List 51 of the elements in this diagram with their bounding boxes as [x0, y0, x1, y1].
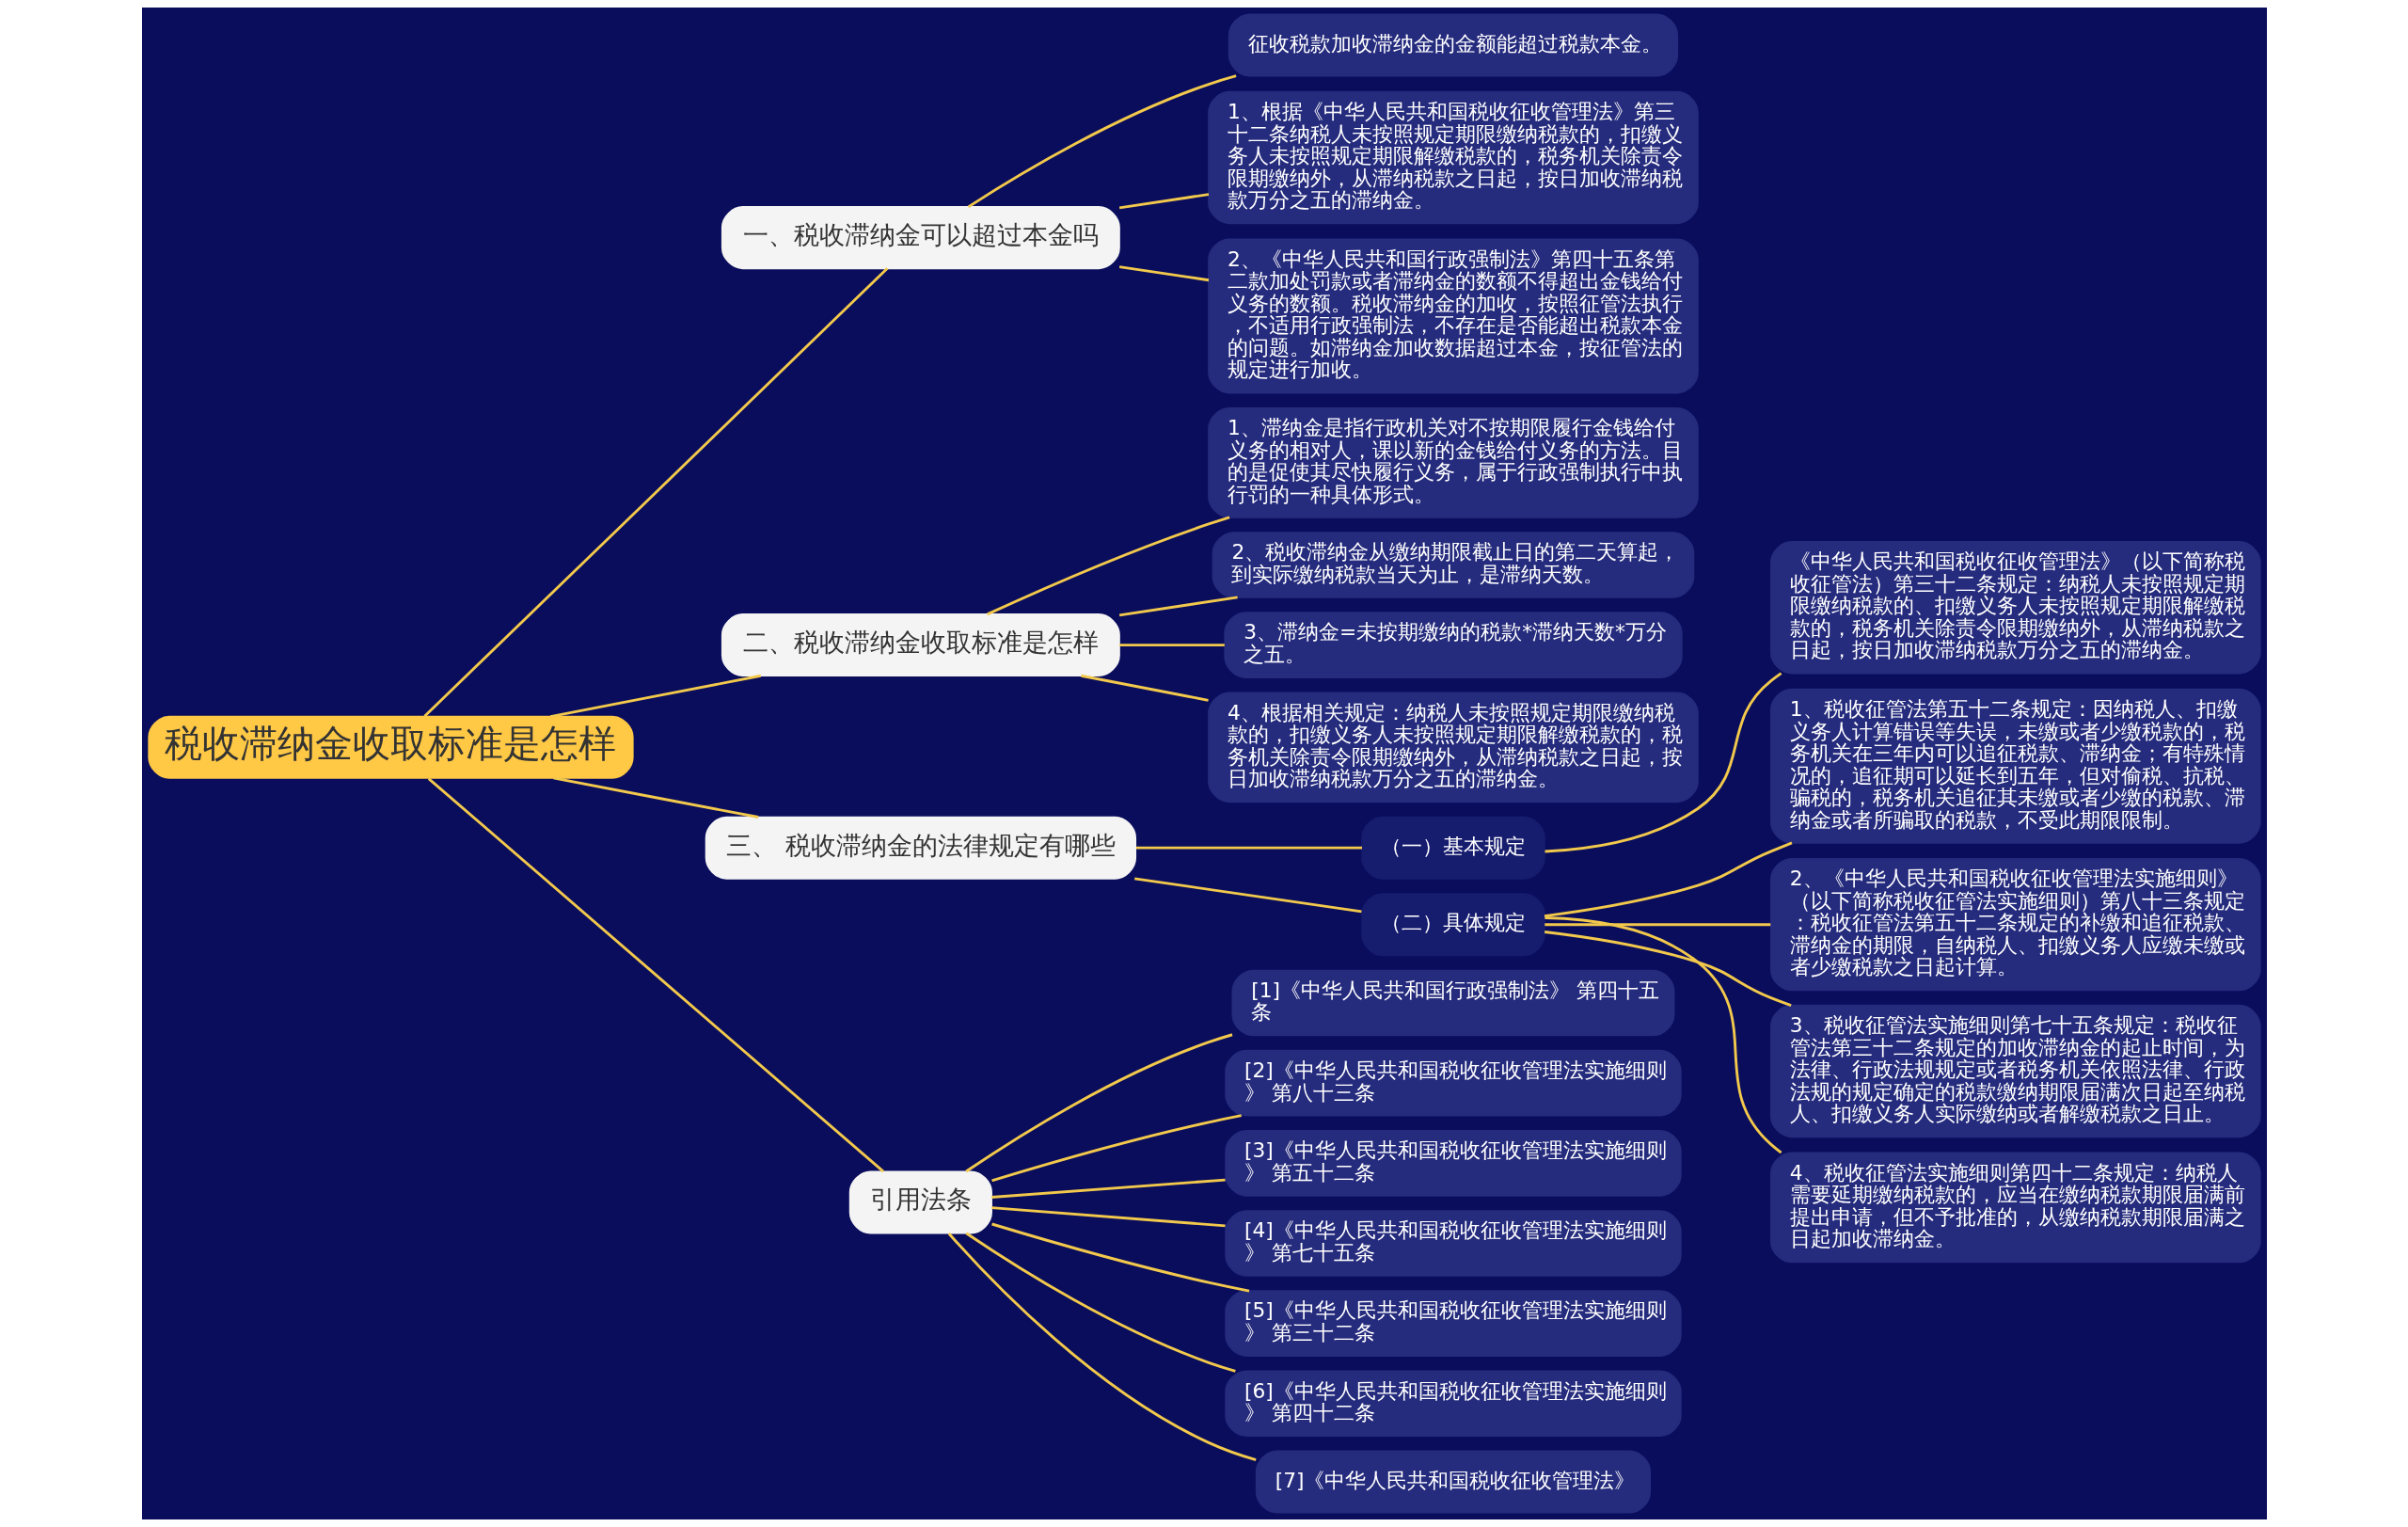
connector [1544, 672, 1782, 853]
connector [1080, 674, 1209, 702]
node-box: 《中华人民共和国税收征收管理法》（以下简称税收征管法）第三十二条规定：纳税人未按照规定期限缴纳税款的、扣缴义务人未按照规定期限解缴税款的，税务机关除责令限期缴纳外，从滞纳税款之日起，按日加收滞纳税款万分之五的滞纳金。 [1769, 541, 2261, 675]
node-box: 2、税收滞纳金从缴纳期限截止日的第二天算起，到实际缴纳税款当天为止，是滞纳天数。 [1212, 532, 1694, 598]
connector [1118, 265, 1209, 282]
node-box: 引用法条 [848, 1170, 992, 1234]
connector [990, 1114, 1242, 1183]
connector [1135, 846, 1362, 850]
node-box: 2、《中华人民共和国税收征收管理法实施细则》（以下简称税收征管法实施细则）第八十三条规定：税收征管法第五十二条规定的补缴和追征税款、滞纳金的期限，自纳税人、扣缴义务人应缴未缴或者少缴税款之日起计算。 [1769, 858, 2261, 992]
connector [1118, 644, 1225, 647]
node-box: 税收滞纳金收取标准是怎样 [147, 715, 634, 779]
node-box: [5]《中华人民共和国税收征收管理法实施细则》 第三十二条 [1224, 1290, 1682, 1357]
node-box: 2、《中华人民共和国行政强制法》第四十五条第二款加处罚款或者滞纳金的数额不得超出金钱给付义务的数额。税收滞纳金的加收，按照征管法执行，不适用行政强制法，不存在是否能超出税款本金的问题。如滞纳金加收数据超过本金，按征管法的规定进行加收。 [1207, 238, 1699, 394]
node-box: 三、 税收滞纳金的法律规定有哪些 [705, 816, 1136, 880]
connector [1133, 877, 1362, 914]
connector [964, 1033, 1232, 1173]
connector [549, 674, 761, 719]
node-box: （二）具体规定 [1360, 893, 1545, 957]
connector [990, 1206, 1226, 1228]
node-box: [2]《中华人民共和国税收征收管理法实施细则》 第八十三条 [1224, 1049, 1682, 1117]
connector [1544, 931, 1792, 1008]
connector [427, 777, 884, 1173]
connector [964, 1232, 1236, 1373]
node-box: 3、税收征管法实施细则第七十五条规定：税收征管法第三十二条规定的加收滞纳金的起止时间，为法律、行政法规规定或者税务机关依照法律、行政法规的规定确定的税款缴纳期限届满次日起至纳税人、扣缴义务人实际缴纳或者解缴税款之日止。 [1769, 1004, 2261, 1138]
node-box: 4、税收征管法实施细则第四十二条规定：纳税人需要延期缴纳税款的，应当在缴纳税款期限届满前提出申请，但不予批准的，从缴纳税款期限届满之日起加收滞纳金。 [1769, 1152, 2261, 1264]
node-box: 二、税收滞纳金收取标准是怎样 [721, 613, 1120, 677]
connector [986, 516, 1230, 616]
node-box: 1、根据《中华人民共和国税收征收管理法》第三十二条纳税人未按照规定期限缴纳税款的，扣缴义务人未按照规定期限解缴税款的，税务机关除责令限期缴纳外，从滞纳税款之日起，按日加收滞纳税款万分之五的滞纳金。 [1207, 90, 1699, 225]
node-box: [6]《中华人民共和国税收征收管理法实施细则》 第四十二条 [1224, 1370, 1682, 1438]
connector [1118, 193, 1209, 210]
connector [990, 1222, 1249, 1293]
node-box: （一）基本规定 [1360, 816, 1545, 880]
connector [1544, 923, 1770, 927]
connector [990, 1178, 1226, 1199]
connector [1544, 916, 1782, 1154]
node-box: 一、税收滞纳金可以超过本金吗 [721, 206, 1120, 270]
connector [947, 1233, 1257, 1462]
connector [422, 267, 888, 718]
connector [552, 776, 758, 819]
node-box: [4]《中华人民共和国税收征收管理法实施细则》 第七十五条 [1224, 1210, 1682, 1277]
connector [967, 74, 1237, 209]
node-box: 4、根据相关规定：纳税人未按照规定期限缴纳税款的，扣缴义务人未按照规定期限解缴税款的，税务机关除责令限期缴纳外，从滞纳税款之日起，按日加收滞纳税款万分之五的滞纳金。 [1207, 692, 1699, 803]
node-box: 1、税收征管法第五十二条规定：因纳税人、扣缴义务人计算错误等失误，未缴或者少缴税款的，税务机关在三年内可以追征税款、滞纳金；有特殊情况的，追征期可以延长到五年，但对偷税、抗税、骗税的，税务机关追征其未缴或者少缴的税款、滞纳金或者所骗取的税款，不受此期限限制。 [1769, 688, 2261, 844]
node-box: [1]《中华人民共和国行政强制法》 第四十五条 [1231, 969, 1674, 1037]
node-box: 征收税款加收滞纳金的金额能超过税款本金。 [1228, 13, 1678, 77]
node-box: [7]《中华人民共和国税收征收管理法》 [1255, 1450, 1651, 1514]
node-box: 1、滞纳金是指行政机关对不按期限履行金钱给付义务的相对人，课以新的金钱给付义务的方法。目的是促使其尽快履行义务，属于行政强制执行中执行罚的一种具体形式。 [1207, 406, 1699, 518]
node-box: 3、滞纳金=未按期缴纳的税款*滞纳天数*万分之五。 [1223, 612, 1683, 678]
connector [1118, 596, 1238, 617]
node-box: [3]《中华人民共和国税收征收管理法实施细则》 第五十二条 [1224, 1130, 1682, 1197]
connector [1544, 841, 1792, 918]
